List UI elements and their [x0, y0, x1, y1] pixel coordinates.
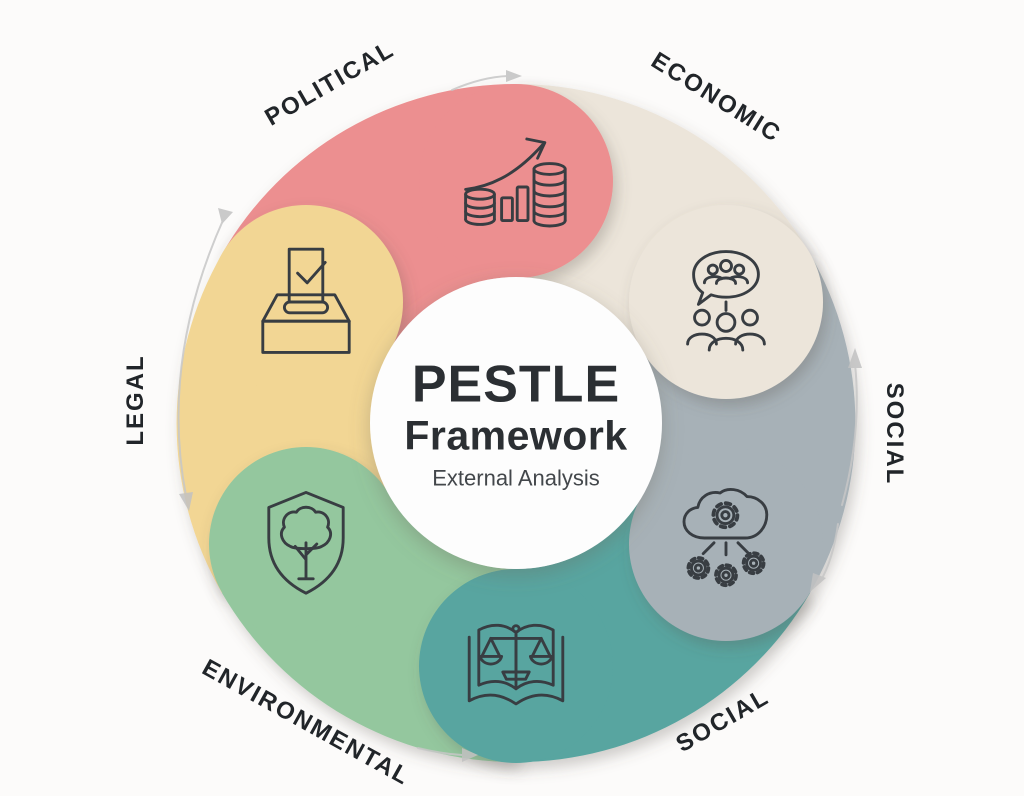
center-subtitle: Framework	[404, 412, 628, 459]
center-title: PESTLE	[411, 355, 621, 414]
ballot-box-icon	[261, 247, 351, 354]
flow-arrow-top	[451, 70, 522, 91]
flow-arrows	[177, 70, 862, 762]
center-text-block: PESTLE Framework External Analysis	[376, 356, 656, 491]
shield-tree-icon	[267, 490, 345, 595]
flow-arrow-left	[177, 208, 233, 511]
center-circle	[370, 277, 662, 569]
flow-arrow-right-down	[810, 523, 839, 592]
law-book-icon	[467, 623, 565, 706]
cloud-gears-icon	[682, 488, 769, 588]
label-legal: LEGAL	[122, 354, 149, 446]
label-social-right: SOCIAL	[881, 382, 908, 486]
flow-arrow-bottom	[417, 747, 478, 762]
center-tagline: External Analysis	[432, 465, 600, 491]
people-discussion-icon	[686, 250, 766, 352]
segment-icons	[261, 137, 769, 706]
growth-chart-icon	[464, 137, 567, 228]
flow-arrow-right-up	[841, 348, 862, 506]
